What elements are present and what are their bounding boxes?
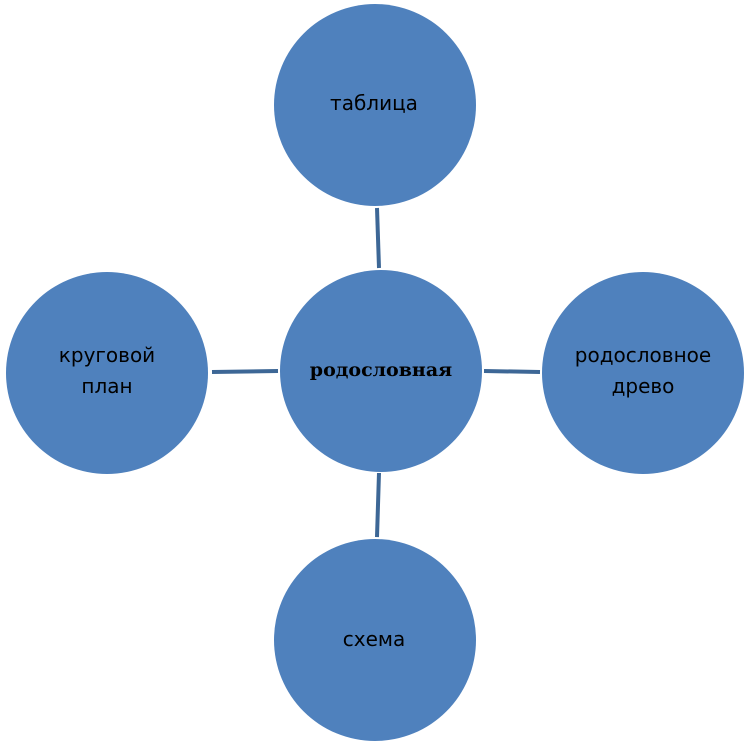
node-center: родословная <box>280 270 482 472</box>
node-bottom-label: схема <box>343 627 405 651</box>
node-top-label: таблица <box>330 91 418 115</box>
connector-left <box>211 369 279 374</box>
node-top: таблица <box>274 4 476 206</box>
node-top-circle <box>274 4 476 206</box>
node-center-circle <box>280 270 482 472</box>
node-right-label-line1: родословное <box>575 343 711 367</box>
connector-right <box>483 369 541 374</box>
node-left-label-line2: план <box>81 374 132 398</box>
node-left-circle <box>6 272 208 474</box>
node-left: круговой план <box>6 272 208 474</box>
node-right-circle <box>542 272 744 474</box>
connector-top <box>375 207 381 269</box>
node-right: родословное древо <box>542 272 744 474</box>
node-center-label: родословная <box>310 359 452 381</box>
node-right-label-line2: древо <box>612 374 675 398</box>
node-bottom-circle <box>274 539 476 741</box>
node-left-label-line1: круговой <box>59 343 155 367</box>
node-bottom: схема <box>274 539 476 741</box>
connector-bottom <box>375 472 381 538</box>
